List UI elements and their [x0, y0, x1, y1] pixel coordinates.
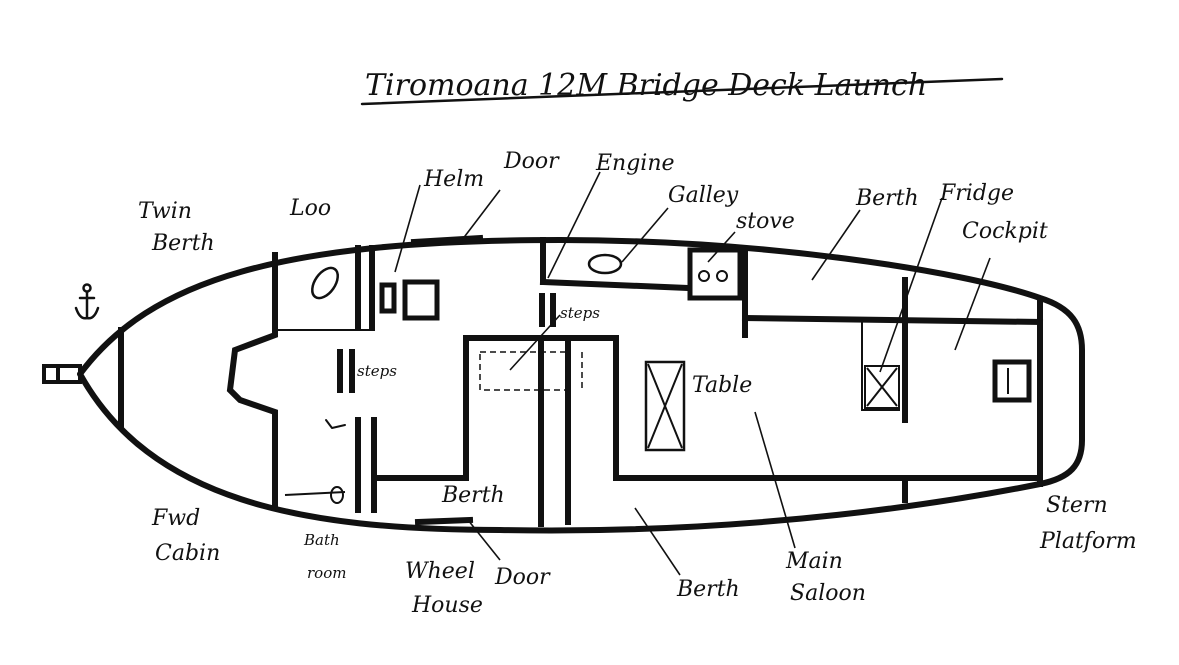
label-berth-word: Berth — [151, 231, 215, 256]
label-cabin: Cabin — [155, 541, 220, 566]
label-main: Main — [785, 549, 843, 574]
label-door: Door — [503, 149, 560, 174]
galley-sink-icon — [587, 253, 623, 275]
label-berth-top: Berth — [855, 186, 919, 211]
label-house: House — [411, 593, 483, 618]
leader-main-saloon — [754, 411, 796, 549]
leader-door-lower — [467, 519, 501, 561]
label-cockpit: Cockpit — [962, 219, 1048, 244]
bath-wall-bottom — [284, 491, 346, 496]
label-platform: Platform — [1039, 529, 1137, 554]
label-saloon: Saloon — [790, 581, 866, 606]
wheelhouse-door — [414, 516, 474, 526]
leader-helm — [394, 184, 421, 273]
label-twin: Twin — [138, 199, 192, 224]
anchor-icon — [74, 283, 100, 320]
leader-engine-1 — [547, 171, 601, 279]
steps-mid — [539, 293, 556, 327]
label-engine: Engine — [595, 151, 675, 176]
label-berth-bottom: Berth — [676, 577, 740, 602]
label-galley: Galley — [668, 183, 739, 208]
label-stove: stove — [736, 209, 795, 234]
leader-fridge — [879, 197, 943, 373]
label-fridge: Fridge — [939, 181, 1014, 206]
bow-post — [42, 364, 82, 384]
label-bath: Bath — [303, 531, 340, 549]
bath-tap — [325, 419, 346, 429]
fridge-icon — [861, 322, 900, 411]
label-wheel: Wheel — [405, 559, 475, 584]
fwd-cabin-wall — [226, 252, 278, 508]
label-fwd: Fwd — [151, 506, 200, 531]
leader-stove — [707, 231, 736, 263]
saloon-table-icon — [644, 360, 686, 452]
stove-icon — [687, 247, 743, 301]
leader-berth-bottom — [634, 507, 681, 576]
helm-chair-icon — [379, 279, 440, 321]
leader-cockpit — [954, 257, 991, 351]
leader-engine-2 — [509, 314, 561, 371]
leader-door — [461, 189, 501, 241]
leader-galley — [621, 207, 669, 263]
label-room: room — [307, 564, 346, 582]
lower-berth-wall — [373, 335, 908, 503]
label-helm: Helm — [423, 167, 484, 192]
basin-icon — [330, 486, 344, 504]
leader-berth-top — [811, 209, 861, 281]
label-steps-mid: steps — [560, 304, 600, 322]
label-steps-fwd: steps — [357, 362, 397, 380]
steps-forward — [337, 349, 355, 393]
label-berth-lower: Berth — [441, 483, 505, 508]
galley-wall — [539, 278, 692, 292]
title-underline — [360, 77, 1004, 106]
label-stern: Stern — [1046, 493, 1108, 518]
label-door-lower: Door — [494, 565, 551, 590]
toilet-icon — [311, 266, 339, 300]
label-loo: Loo — [289, 196, 331, 221]
engine-hatch — [479, 351, 567, 391]
berth-top-wall — [741, 314, 1044, 326]
cockpit-seat-icon — [992, 359, 1032, 403]
label-table: Table — [692, 373, 752, 398]
helm-door — [410, 234, 484, 246]
